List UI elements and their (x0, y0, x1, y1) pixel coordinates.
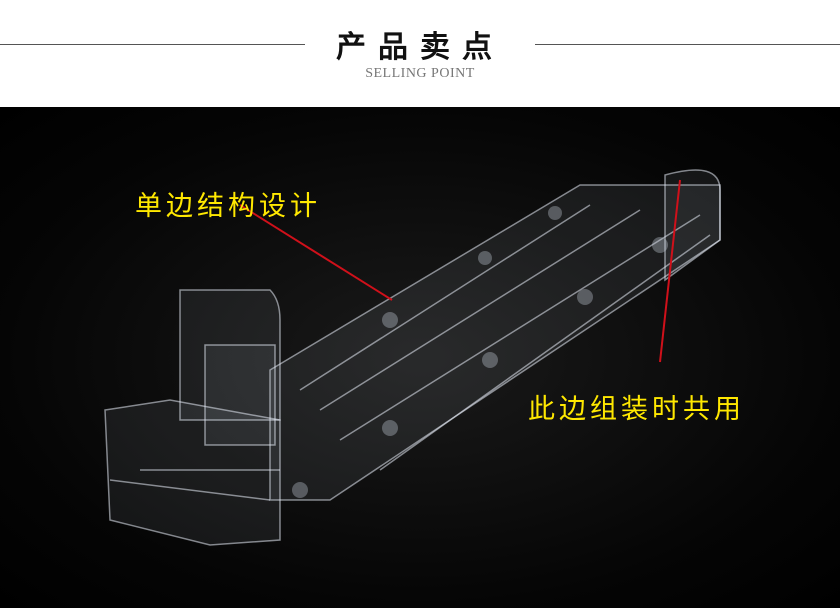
pointer-line-2 (659, 179, 681, 363)
pointer-line-1 (239, 204, 393, 301)
section-header: 产品卖点 SELLING POINT (0, 0, 840, 107)
product-photo: 单边结构设计 此边组装时共用 (0, 107, 840, 608)
annotation-shared-side: 此边组装时共用 (528, 394, 745, 425)
section-subtitle: SELLING POINT (365, 66, 475, 81)
annotation-single-side: 单边结构设计 (135, 191, 321, 222)
section-title: 产品卖点 (336, 30, 504, 65)
acrylic-pusher-tray (104, 169, 721, 546)
divider-left (0, 44, 305, 45)
divider-right (535, 44, 840, 45)
